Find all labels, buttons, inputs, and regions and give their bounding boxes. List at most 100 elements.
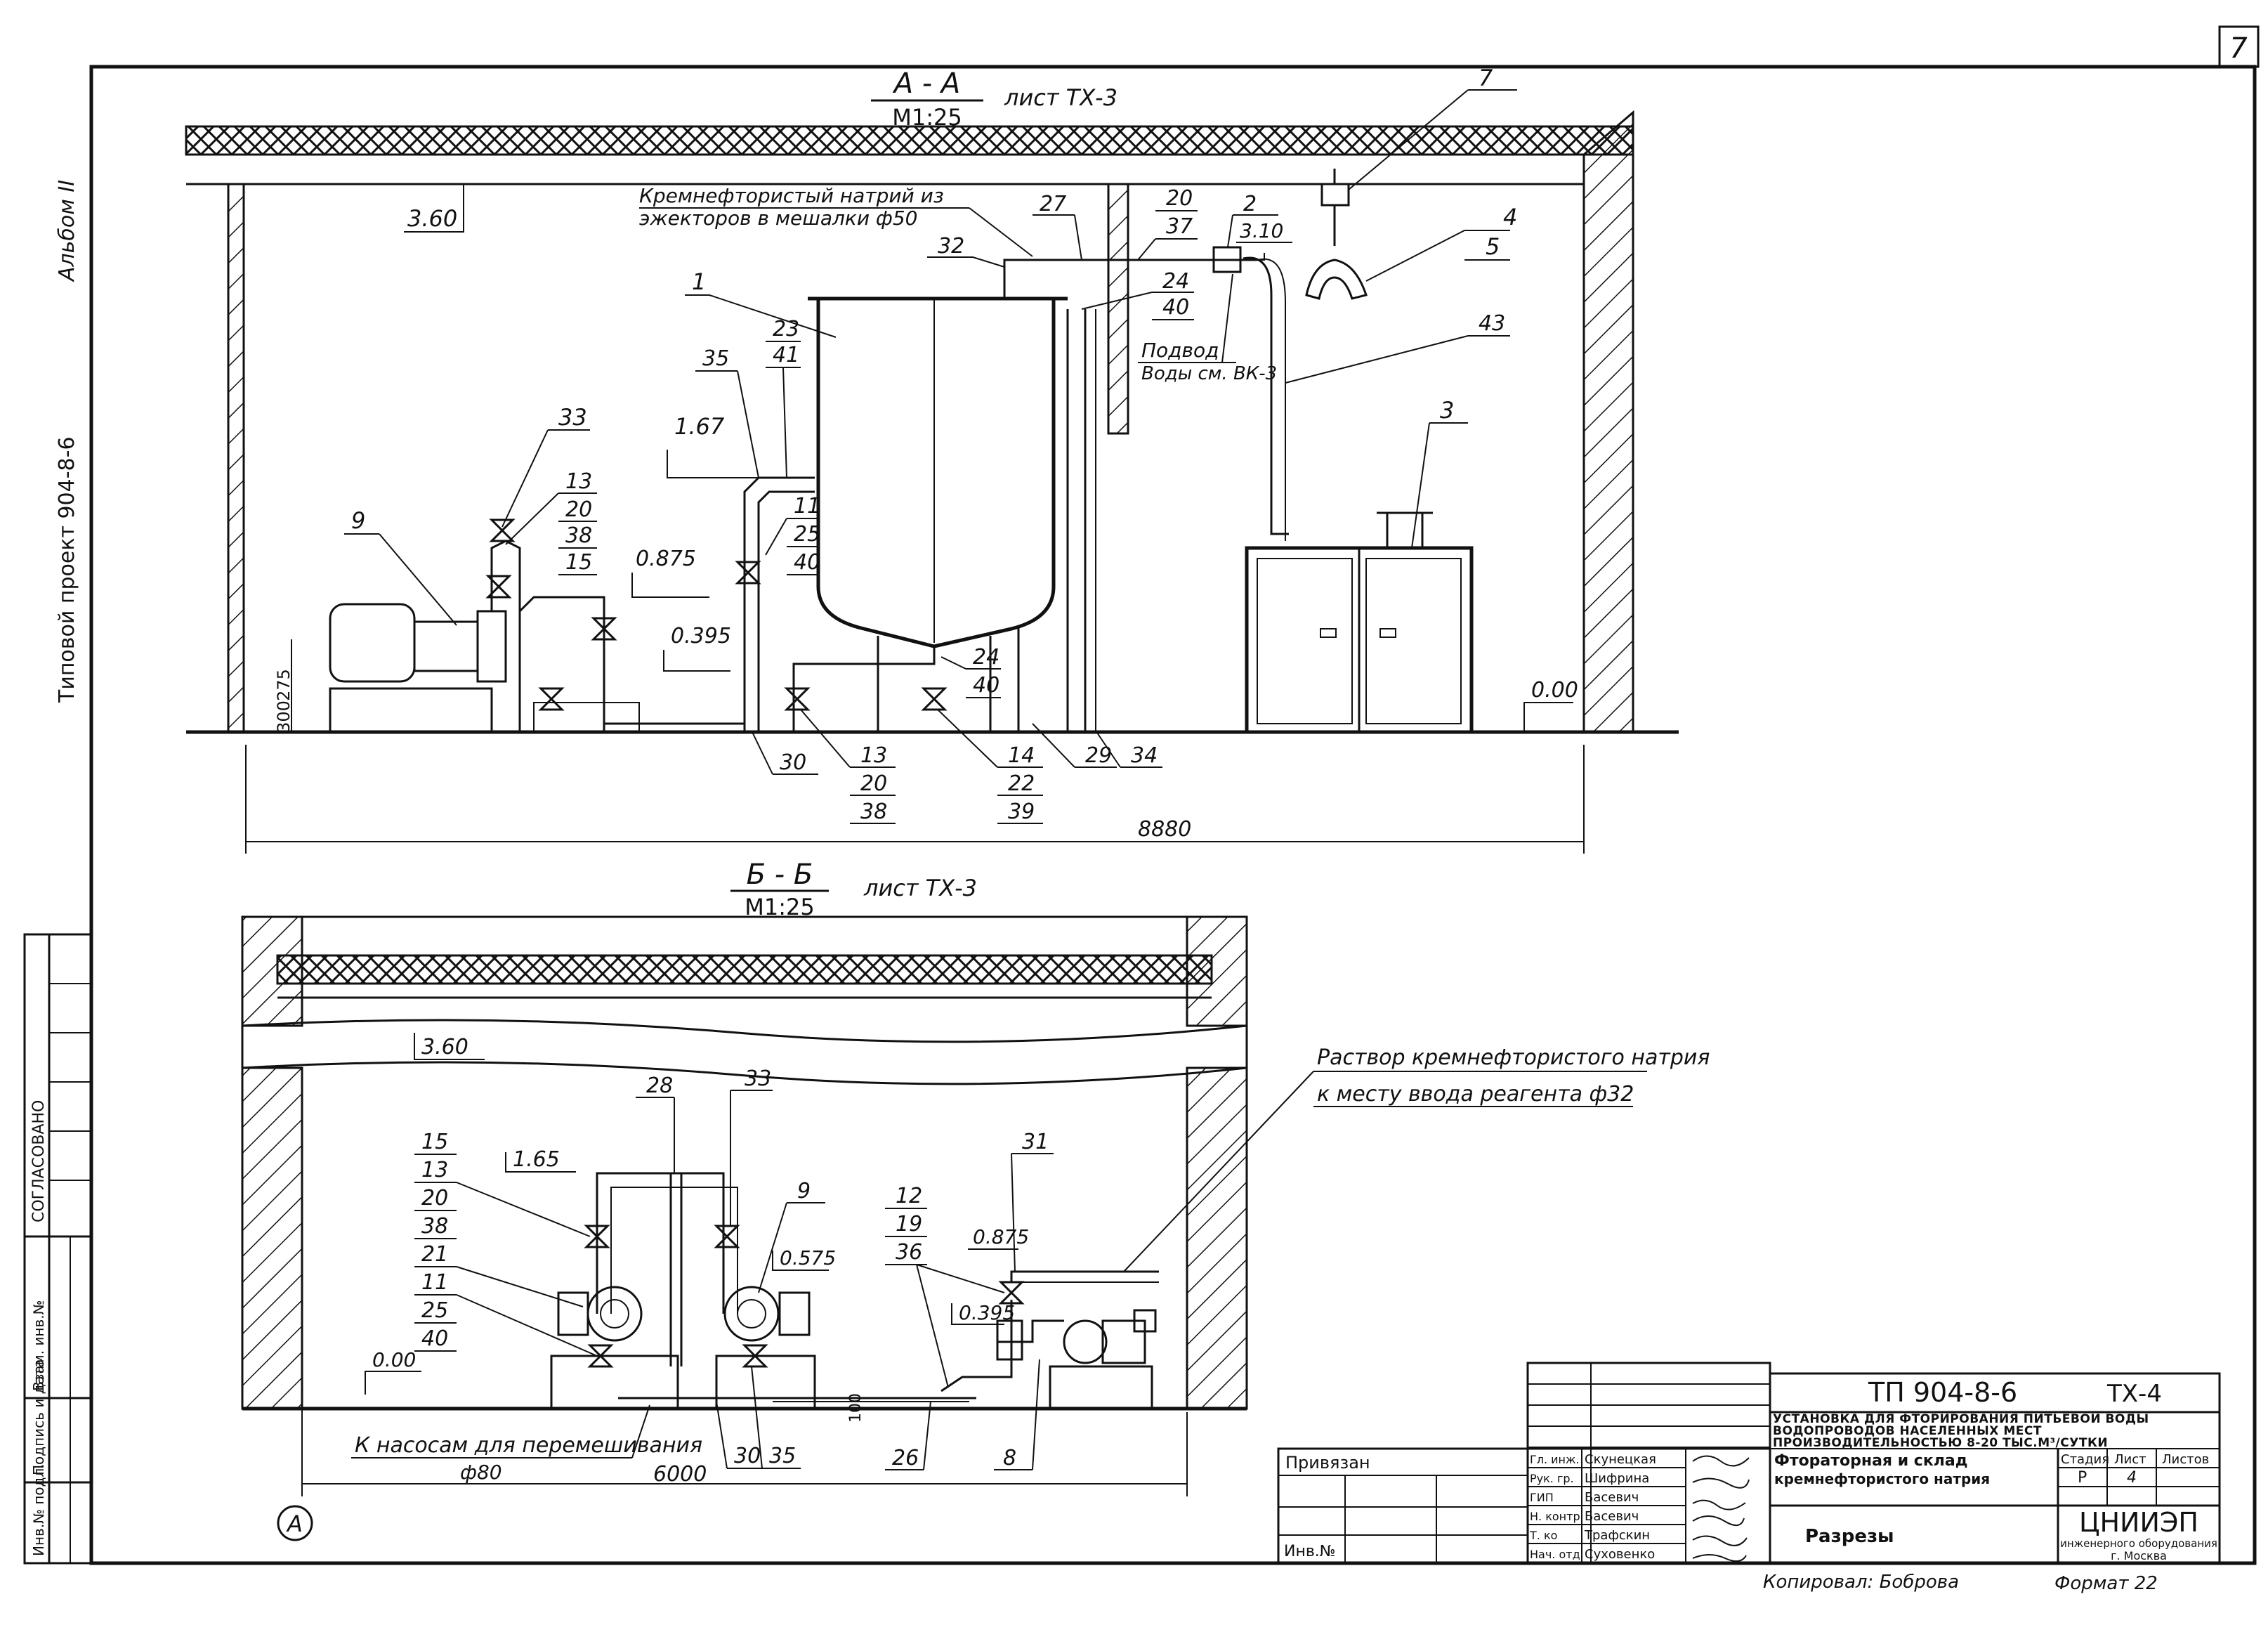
sign-role-2: Рук. гр. bbox=[1530, 1472, 1574, 1485]
mark-20-top: 20 bbox=[1166, 186, 1193, 211]
mark-35-aa: 35 bbox=[702, 346, 729, 371]
grab-bucket bbox=[1305, 259, 1368, 300]
mark-22: 22 bbox=[1008, 771, 1035, 796]
sign-name-3: Басевич bbox=[1585, 1490, 1639, 1505]
dosing-device bbox=[1212, 246, 1242, 273]
mark-32: 32 bbox=[938, 234, 964, 259]
marks-bb: Раствор кремнефтористого натрия к месту … bbox=[351, 1045, 1710, 1484]
mark-23: 23 bbox=[773, 317, 799, 341]
sheet-value: 4 bbox=[2127, 1469, 2137, 1487]
mark-15-bb: 15 bbox=[421, 1130, 448, 1154]
mark-20-aa: 20 bbox=[565, 497, 592, 522]
mark-1: 1 bbox=[692, 268, 706, 295]
level-aa-0395: 0.395 bbox=[671, 624, 731, 648]
mark-29: 29 bbox=[1085, 743, 1112, 768]
pump-motor-aa bbox=[329, 603, 416, 683]
agreed-label: СОГЛАСОВАНО bbox=[30, 1100, 48, 1222]
org-line1: инженерного оборудования bbox=[2060, 1537, 2217, 1550]
mark-30-bb: 30 bbox=[734, 1444, 761, 1468]
sign-name-6: Суховенко bbox=[1585, 1547, 1655, 1562]
note-aa-line1: Кремнефтористый натрий из bbox=[639, 184, 944, 207]
subject-line1: Фтораторная и склад bbox=[1774, 1452, 1968, 1470]
left-wall-aa bbox=[227, 183, 245, 733]
mark-4: 4 bbox=[1503, 204, 1517, 230]
dim-bb-6000: 6000 bbox=[653, 1462, 707, 1487]
mark-19: 19 bbox=[896, 1212, 922, 1236]
pumps-line2: ф80 bbox=[460, 1461, 502, 1484]
right-wall-bb-lower bbox=[1186, 1066, 1248, 1410]
sign-role-6: Нач. отд. bbox=[1530, 1548, 1584, 1561]
dim-aa-8880: 8880 bbox=[1138, 817, 1191, 842]
mark-43: 43 bbox=[1479, 311, 1505, 336]
mark-20-bb: 20 bbox=[421, 1186, 448, 1210]
mark-40-top: 40 bbox=[1162, 295, 1189, 320]
right-wall-bb bbox=[1186, 915, 1248, 1027]
level-aa-0875: 0.875 bbox=[636, 547, 696, 571]
inner-column-aa bbox=[1107, 183, 1129, 435]
project-label: Типовой проект 904-8-6 bbox=[55, 436, 79, 703]
sheet-code: ТХ-4 bbox=[2106, 1380, 2162, 1408]
pumps-line1: К насосам для перемешивания bbox=[355, 1433, 702, 1458]
mark-15-aa: 15 bbox=[565, 550, 592, 575]
mark-24-aa: 24 bbox=[973, 645, 999, 670]
mark-310: 3.10 bbox=[1240, 219, 1283, 242]
section-bb: Б - Б М1:25 лист ТХ-3 3.60 1.65 0.875 0.… bbox=[241, 859, 1248, 1541]
mark-40-aa: 40 bbox=[794, 550, 820, 575]
mark-24-top: 24 bbox=[1162, 269, 1189, 294]
level-bb-0575: 0.575 bbox=[780, 1246, 836, 1270]
outer-frame bbox=[89, 65, 2257, 1565]
sign-name-4: Басевич bbox=[1585, 1509, 1639, 1524]
subject-line2: кремнефтористого натрия bbox=[1774, 1470, 1990, 1487]
inv-cell-2: Подпись и дата bbox=[30, 1359, 47, 1475]
sign-role-4: Н. контр. bbox=[1530, 1510, 1584, 1523]
mark-39: 39 bbox=[1008, 800, 1035, 824]
hoist-block bbox=[1320, 183, 1350, 207]
level-bb-165: 1.65 bbox=[513, 1147, 560, 1172]
solution-line1: Раствор кремнефтористого натрия bbox=[1317, 1045, 1710, 1070]
sheet-number-box bbox=[2218, 25, 2260, 68]
sheets-header: Листов bbox=[2162, 1452, 2209, 1467]
mark-37: 37 bbox=[1166, 214, 1193, 239]
mark-5: 5 bbox=[1486, 233, 1500, 260]
album-label: Альбом II bbox=[55, 180, 79, 282]
mark-31: 31 bbox=[1022, 1130, 1049, 1154]
pump-bb-right bbox=[723, 1286, 780, 1342]
pump-base-aa bbox=[329, 687, 493, 733]
mark-14: 14 bbox=[1008, 743, 1035, 768]
mark-38-aa: 38 bbox=[565, 523, 592, 548]
mark-26: 26 bbox=[892, 1446, 919, 1470]
mark-21: 21 bbox=[421, 1242, 448, 1267]
pump-bb-left bbox=[586, 1286, 643, 1342]
note-aa-line2: эжекторов в мешалки ф50 bbox=[639, 207, 917, 230]
axis-a-label: А bbox=[286, 1510, 303, 1537]
inv-cell-3: Взам. инв.№ bbox=[30, 1300, 47, 1391]
mark-25-aa: 25 bbox=[794, 522, 820, 547]
mark-28: 28 bbox=[646, 1073, 673, 1098]
inv-label: Инв.№ bbox=[1284, 1543, 1336, 1560]
signature-scribbles bbox=[1692, 1455, 1750, 1562]
section-aa-sheet-ref: лист ТХ-3 bbox=[1004, 84, 1117, 111]
mark-7: 7 bbox=[1479, 65, 1493, 91]
section-aa-title: А - А bbox=[892, 67, 961, 100]
left-wall-bb bbox=[241, 915, 303, 1027]
section-bb-title: Б - Б bbox=[747, 859, 813, 891]
dosing-pump-bb bbox=[1063, 1319, 1108, 1364]
mark-38-aa2: 38 bbox=[860, 800, 887, 824]
sign-name-1: Скунецкая bbox=[1585, 1452, 1656, 1467]
mark-9-aa: 9 bbox=[351, 507, 365, 534]
right-wall-aa bbox=[1582, 110, 1634, 733]
mark-36: 36 bbox=[896, 1240, 922, 1265]
supply-aa-line2: Воды см. ВК-3 bbox=[1141, 363, 1277, 384]
level-aa-360: 3.60 bbox=[407, 205, 457, 232]
mark-9-bb: 9 bbox=[797, 1179, 811, 1203]
section-aa: А - А М1:25 лист ТХ-3 3.60 1.67 0.875 0.… bbox=[185, 67, 1679, 854]
mark-13-bb: 13 bbox=[421, 1158, 448, 1182]
mark-11-bb: 11 bbox=[421, 1270, 448, 1295]
mark-20-aa2: 20 bbox=[860, 771, 887, 796]
mark-41: 41 bbox=[773, 343, 799, 367]
level-bb-000: 0.00 bbox=[372, 1348, 416, 1371]
ceiling-slab-bb bbox=[276, 954, 1213, 985]
mark-33-aa: 33 bbox=[558, 404, 587, 431]
mark-13-aa: 13 bbox=[565, 469, 592, 494]
